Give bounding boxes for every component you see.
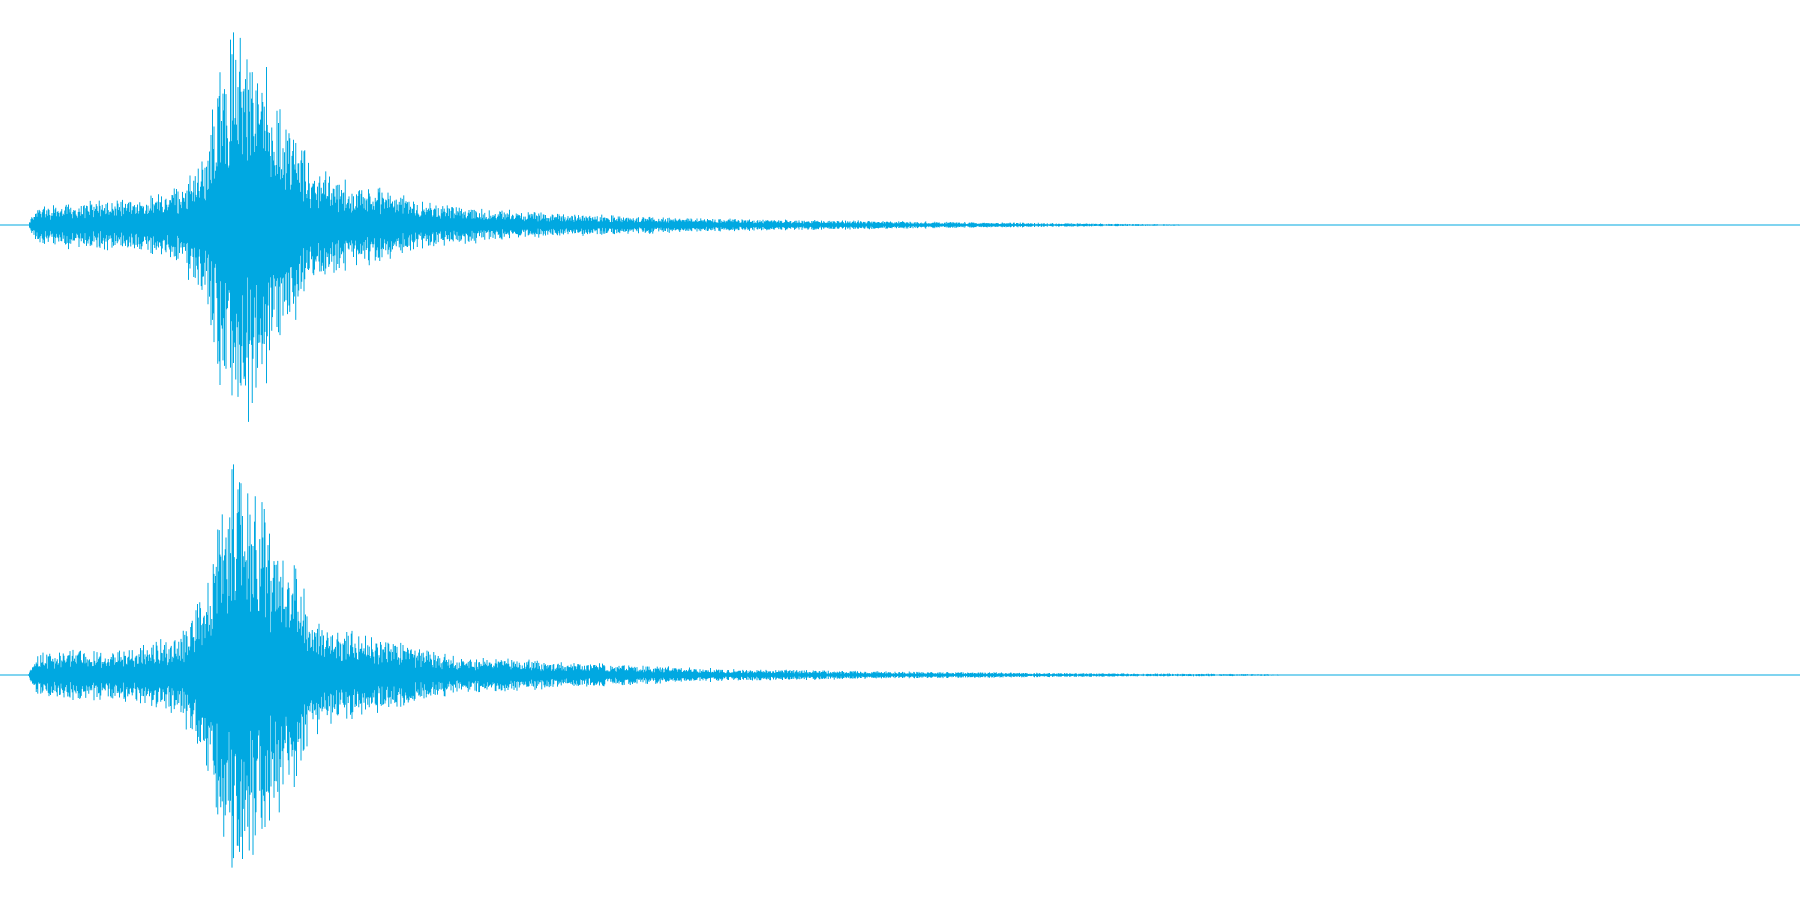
waveform-channel-right (0, 464, 1800, 868)
waveform-series-right (28, 464, 1300, 868)
waveform-series-left (28, 32, 1239, 422)
waveform-channel-left (0, 32, 1800, 422)
